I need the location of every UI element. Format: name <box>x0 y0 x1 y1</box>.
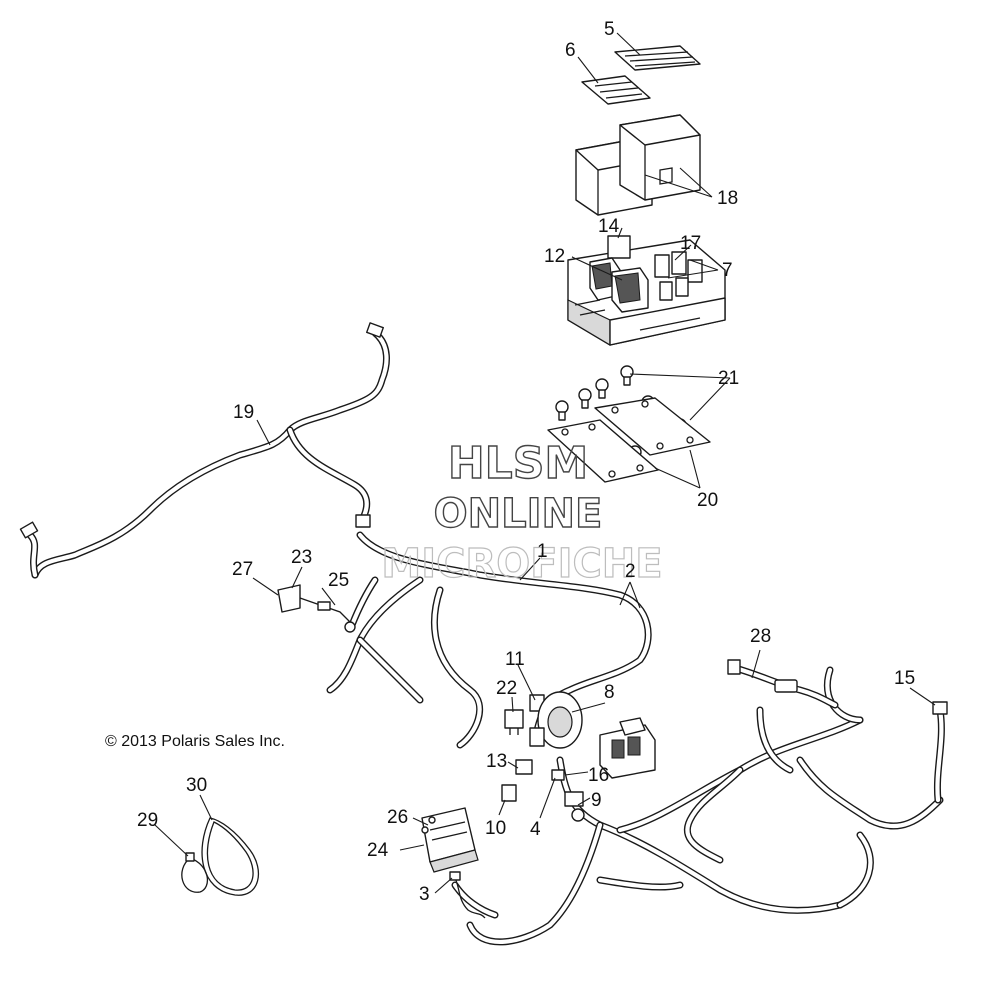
fuse-cover-18 <box>575 114 701 216</box>
callout-6: 6 <box>565 40 576 61</box>
fuse-label-6 <box>581 75 651 105</box>
watermark-line-3: MICROFICHE <box>381 541 662 587</box>
callout-22: 22 <box>496 678 517 699</box>
watermark: HLSM ONLINE MICROFICHE <box>381 437 663 587</box>
callout-30: 30 <box>186 775 207 796</box>
callout-19: 19 <box>233 402 254 423</box>
callout-21: 21 <box>718 368 739 389</box>
relay-22 <box>504 709 524 735</box>
cable-tie-30 <box>201 817 259 896</box>
callout-26: 26 <box>387 807 408 828</box>
watermark-line-2: ONLINE <box>434 491 603 537</box>
callout-27: 27 <box>232 559 253 580</box>
connector-16 <box>551 769 565 781</box>
callout-25: 25 <box>328 570 349 591</box>
main-harness-lower <box>451 666 944 946</box>
copyright-text: © 2013 Polaris Sales Inc. <box>105 733 285 750</box>
callout-11: 11 <box>505 649 525 670</box>
callout-10: 10 <box>485 818 506 839</box>
watermark-line-1: HLSM <box>448 438 588 489</box>
ecu-24 <box>421 807 479 873</box>
callout-13: 13 <box>486 751 507 772</box>
relay-bank <box>599 717 656 779</box>
cable-tie-29 <box>181 852 209 893</box>
harness-3 <box>449 871 486 919</box>
fuse-relay-box <box>567 235 726 347</box>
callout-7: 7 <box>722 260 733 281</box>
callout-3: 3 <box>419 884 430 905</box>
callout-1: 1 <box>537 541 548 562</box>
callout-29: 29 <box>137 810 158 831</box>
bracket-23-25-27 <box>277 584 356 633</box>
leader-lines <box>154 32 936 894</box>
harness-15 <box>932 701 948 804</box>
callout-14: 14 <box>598 216 620 237</box>
callout-12: 12 <box>544 246 565 267</box>
module-8 <box>529 691 583 749</box>
sensor-9 <box>564 791 585 822</box>
connector-10 <box>501 784 517 802</box>
brackets-20 <box>547 397 711 483</box>
callout-28: 28 <box>750 626 771 647</box>
callout-2: 2 <box>625 561 636 582</box>
callout-4: 4 <box>530 819 541 840</box>
callout-24: 24 <box>367 840 389 861</box>
callout-8: 8 <box>604 682 615 703</box>
callout-18: 18 <box>717 188 738 209</box>
callout-16: 16 <box>588 765 609 786</box>
callout-9: 9 <box>591 790 602 811</box>
main-harness-1 <box>326 531 652 749</box>
fuse-label-5 <box>614 45 701 71</box>
callout-labels: 1 2 3 4 5 6 7 8 9 10 11 12 14 15 16 17 1… <box>137 19 915 905</box>
callout-23: 23 <box>291 547 312 568</box>
callout-17: 17 <box>680 233 701 254</box>
harness-19 <box>19 322 390 579</box>
callout-20: 20 <box>697 490 718 511</box>
connector-13 <box>515 759 533 775</box>
harness-28 <box>727 659 839 709</box>
callout-5: 5 <box>604 19 615 40</box>
callout-15: 15 <box>894 668 915 689</box>
